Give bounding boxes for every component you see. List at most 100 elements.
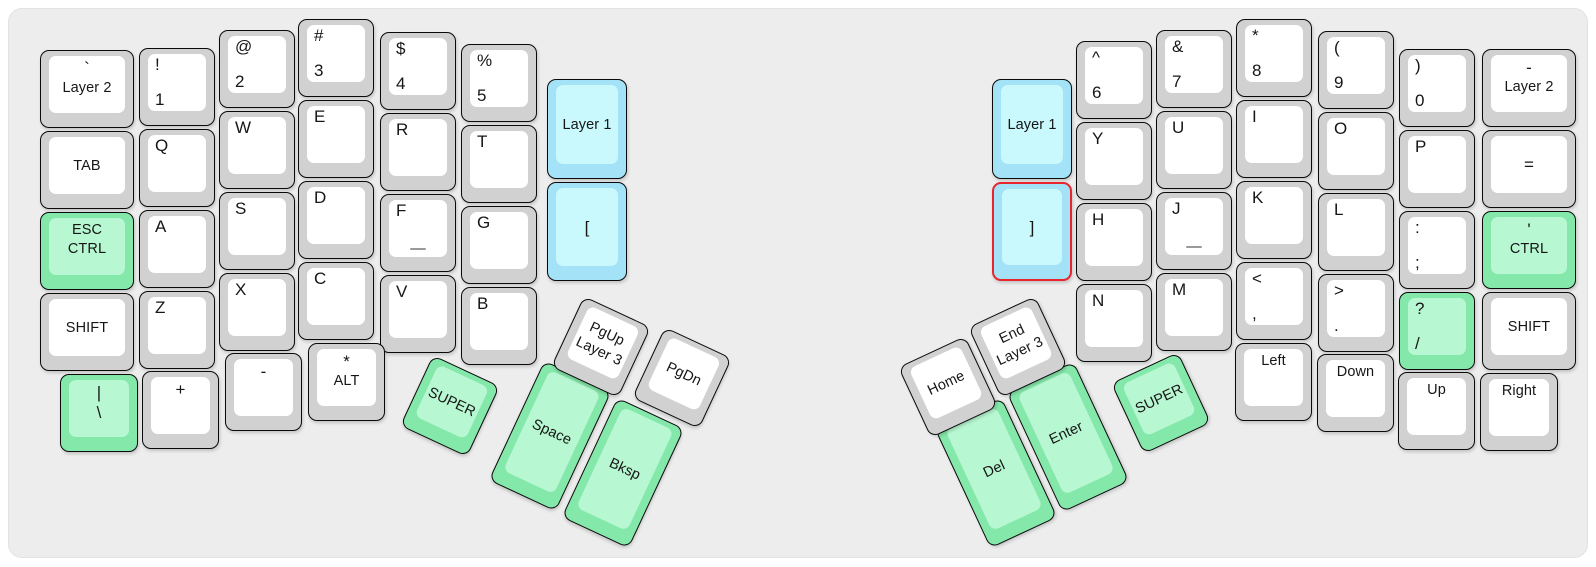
key-equals[interactable]: = xyxy=(1482,130,1576,208)
key-r[interactable]: R xyxy=(380,113,456,191)
key-star-alt[interactable]: *ALT xyxy=(308,343,385,421)
key-legend: K xyxy=(1252,188,1264,207)
key-legend: A xyxy=(155,217,167,236)
keycap-top: 'CTRL xyxy=(1491,217,1567,274)
key-pipe-backslash[interactable]: |\ xyxy=(60,374,138,452)
key-p[interactable]: P xyxy=(1399,130,1475,208)
key-x[interactable]: X xyxy=(219,273,295,351)
key-close-bracket[interactable]: ] xyxy=(992,182,1072,281)
key-legend: TAB xyxy=(73,157,101,174)
key-g[interactable]: G xyxy=(461,206,537,284)
key-i[interactable]: I xyxy=(1236,100,1312,178)
key-legend: J xyxy=(1172,199,1181,218)
homing-bar xyxy=(1186,246,1202,248)
key-9[interactable]: (9 xyxy=(1318,31,1394,109)
key-period[interactable]: >. xyxy=(1318,274,1394,352)
keycap-top: Z xyxy=(148,297,206,354)
key-left[interactable]: Left xyxy=(1235,343,1312,421)
key-super-left[interactable]: SUPER xyxy=(399,355,501,457)
key-comma[interactable]: <, xyxy=(1236,262,1312,340)
key-j[interactable]: J xyxy=(1156,192,1232,270)
key-6[interactable]: ^6 xyxy=(1076,41,1152,119)
keycap-top: Q xyxy=(148,135,206,192)
key-0[interactable]: )0 xyxy=(1399,49,1475,127)
key-down[interactable]: Down xyxy=(1317,354,1394,432)
key-1[interactable]: !1 xyxy=(139,48,215,126)
key-t[interactable]: T xyxy=(461,125,537,203)
keycap-top: #3 xyxy=(307,25,365,82)
key-4[interactable]: $4 xyxy=(380,32,456,110)
key-2[interactable]: @2 xyxy=(219,30,295,108)
keycap-top: I xyxy=(1245,106,1303,163)
key-legend: (9 xyxy=(1334,38,1344,92)
key-3[interactable]: #3 xyxy=(298,19,374,97)
key-legend: >. xyxy=(1334,281,1344,335)
key-f[interactable]: F xyxy=(380,194,456,272)
keycap-top: &7 xyxy=(1165,36,1223,93)
key-8[interactable]: *8 xyxy=(1236,19,1312,97)
key-shift-right[interactable]: SHIFT xyxy=(1482,292,1576,370)
keycap-top: |\ xyxy=(69,380,129,437)
key-legend: B xyxy=(477,294,489,313)
key-l[interactable]: L xyxy=(1318,193,1394,271)
key-u[interactable]: U xyxy=(1156,111,1232,189)
keycap-top: N xyxy=(1085,290,1143,347)
key-b[interactable]: B xyxy=(461,287,537,365)
key-e[interactable]: E xyxy=(298,100,374,178)
key-layer2-right[interactable]: -Layer 2 xyxy=(1482,49,1576,127)
keycap-top: !1 xyxy=(148,54,206,111)
keycap-top: Home xyxy=(908,345,984,421)
keycap-top: -Layer 2 xyxy=(1491,55,1567,112)
keycap-top: H xyxy=(1085,209,1143,266)
key-open-bracket[interactable]: [ xyxy=(547,182,627,281)
key-super-right[interactable]: SUPER xyxy=(1110,352,1212,454)
key-right[interactable]: Right xyxy=(1480,373,1558,451)
key-w[interactable]: W xyxy=(219,111,295,189)
key-minus[interactable]: - xyxy=(225,353,302,431)
key-legend: *8 xyxy=(1252,26,1262,80)
key-legend: R xyxy=(396,120,409,139)
keycap-top: SUPER xyxy=(414,364,490,440)
key-shift-left[interactable]: SHIFT xyxy=(40,293,134,371)
key-legend: W xyxy=(235,118,252,137)
keycap-top: U xyxy=(1165,117,1223,174)
key-tab[interactable]: TAB xyxy=(40,131,134,209)
keycap-top: <, xyxy=(1245,268,1303,325)
key-s[interactable]: S xyxy=(219,192,295,270)
key-legend: U xyxy=(1172,118,1185,137)
key-legend: S xyxy=(235,199,247,218)
key-d[interactable]: D xyxy=(298,181,374,259)
key-quote-ctrl[interactable]: 'CTRL xyxy=(1482,211,1576,289)
key-q[interactable]: Q xyxy=(139,129,215,207)
key-legend: P xyxy=(1415,137,1427,156)
key-slash[interactable]: ?/ xyxy=(1399,292,1475,370)
keycap-top: O xyxy=(1327,118,1385,175)
keycap-top: P xyxy=(1408,136,1466,193)
key-up[interactable]: Up xyxy=(1398,372,1475,450)
key-v[interactable]: V xyxy=(380,275,456,353)
key-a[interactable]: A xyxy=(139,210,215,288)
key-c[interactable]: C xyxy=(298,262,374,340)
key-n[interactable]: N xyxy=(1076,284,1152,362)
key-h[interactable]: H xyxy=(1076,203,1152,281)
key-layer2-left[interactable]: `Layer 2 xyxy=(40,50,134,128)
key-y[interactable]: Y xyxy=(1076,122,1152,200)
key-o[interactable]: O xyxy=(1318,112,1394,190)
key-5[interactable]: %5 xyxy=(461,44,537,122)
key-7[interactable]: &7 xyxy=(1156,30,1232,108)
keycap-top: :; xyxy=(1408,217,1466,274)
key-layer1-left[interactable]: Layer 1 xyxy=(547,79,627,179)
key-k[interactable]: K xyxy=(1236,181,1312,259)
key-legend: Y xyxy=(1092,129,1104,148)
keycap-top: Right xyxy=(1489,379,1549,436)
key-m[interactable]: M xyxy=(1156,273,1232,351)
keycap-top: Y xyxy=(1085,128,1143,185)
key-plus[interactable]: + xyxy=(142,371,219,449)
key-semicolon[interactable]: :; xyxy=(1399,211,1475,289)
key-layer1-right[interactable]: Layer 1 xyxy=(992,79,1072,179)
key-legend: Q xyxy=(155,136,169,155)
key-z[interactable]: Z xyxy=(139,291,215,369)
keycap-top: K xyxy=(1245,187,1303,244)
